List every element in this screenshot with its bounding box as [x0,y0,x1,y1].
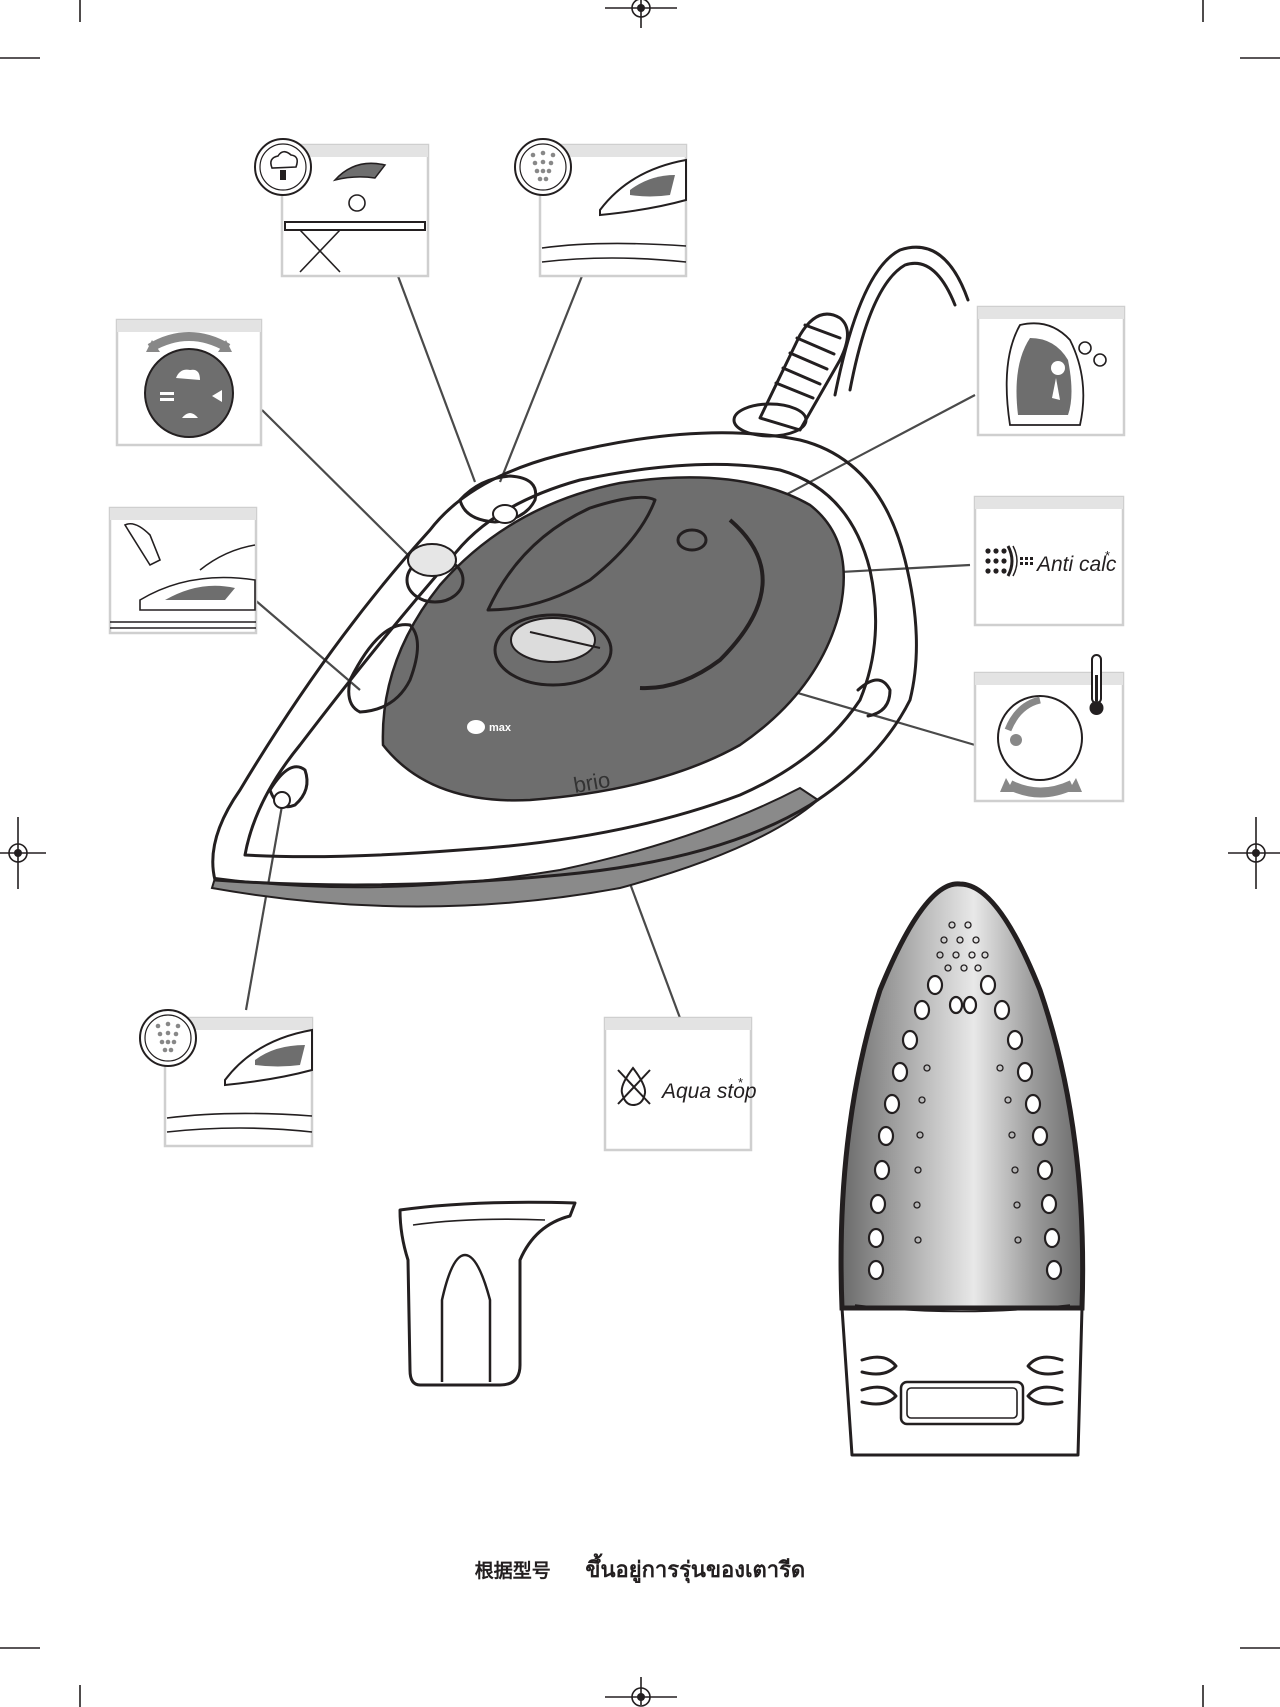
panel-anti-calc: Anti calc * [975,497,1123,625]
anti-calc-asterisk: * [1105,548,1110,563]
registration-mark-icon [605,1677,677,1706]
brand-logo: brio [572,767,612,798]
panel-filling [110,508,256,633]
caption-chinese: 根据型号 [475,1556,551,1583]
panel-self-clean [978,307,1124,435]
soleplate [841,884,1083,1455]
steam-iron-illustration: max brio [212,247,968,906]
panel-aqua-stop: Aqua stop * [605,1018,757,1150]
panel-steam-burst [255,139,428,276]
model-dependent-caption: 根据型号 ขึ้นอยู่การรุ่นของเตารีด [0,1552,1280,1587]
steam-dial-icon [145,337,233,438]
panel-spray-bottom [140,1010,312,1146]
registration-mark-icon [1228,817,1280,889]
caption-thai: ขึ้นอยู่การรุ่นของเตารีด [585,1552,805,1587]
spray-icon [140,1010,196,1066]
panel-thermostat [975,655,1123,801]
panel-spray [515,139,686,276]
thermometer-icon [1090,655,1104,715]
aqua-stop-asterisk: * [738,1075,743,1090]
steam-burst-icon [255,139,311,195]
panel-steam-dial [117,320,261,445]
measuring-cup [400,1202,575,1385]
max-mark: max [489,722,512,734]
registration-mark-icon [0,817,46,889]
spray-icon [515,139,571,195]
registration-mark-icon [605,0,677,28]
